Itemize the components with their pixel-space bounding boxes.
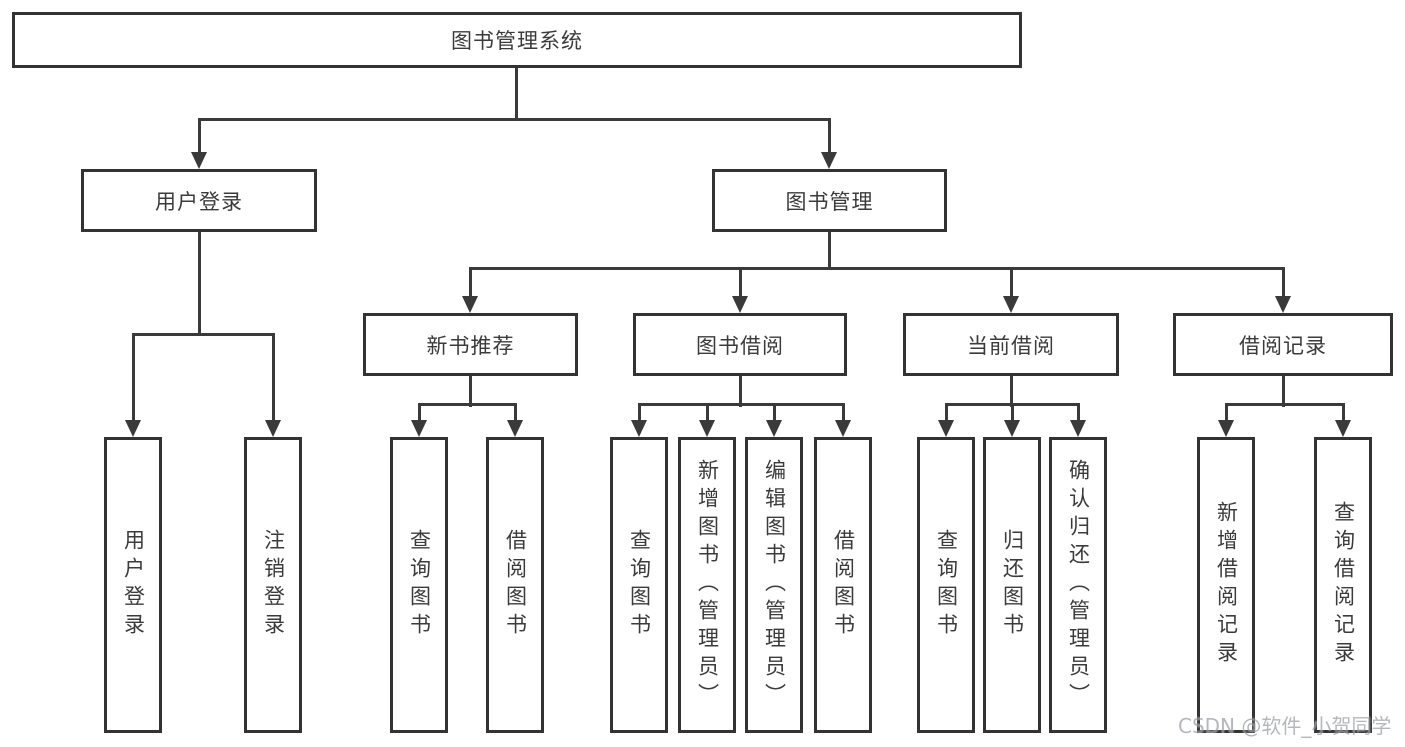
leaf-query-books-recommend-label: 查询图书: [407, 529, 432, 641]
leaf-return-books-label: 归还图书: [1000, 529, 1025, 641]
connector-vertical-line: [1010, 404, 1014, 422]
node-borrow-records-label: 借阅记录: [1239, 333, 1327, 358]
arrow-down-icon: [821, 152, 837, 169]
node-book-borrow-label: 图书借阅: [696, 333, 784, 358]
connector-vertical-line: [1281, 376, 1285, 407]
connector-vertical-line: [271, 334, 275, 422]
connector-horizontal-line: [468, 266, 1285, 270]
arrow-down-icon: [835, 420, 851, 437]
arrow-down-icon: [1003, 296, 1019, 313]
leaf-return-books: 归还图书: [983, 437, 1041, 733]
node-book-borrow: 图书借阅: [633, 313, 847, 376]
connector-vertical-line: [1281, 268, 1285, 298]
connector-vertical-line: [197, 232, 201, 336]
arrow-down-icon: [125, 420, 141, 437]
arrow-down-icon: [631, 420, 647, 437]
arrow-down-icon: [1004, 420, 1020, 437]
leaf-logout: 注销登录: [244, 437, 302, 733]
leaf-query-books-current-label: 查询图书: [934, 529, 959, 641]
node-book-management-label: 图书管理: [785, 189, 874, 214]
connector-vertical-line: [514, 68, 518, 121]
leaf-logout-label: 注销登录: [261, 529, 286, 641]
leaf-confirm-return-admin: 确认归还（管理员）: [1049, 437, 1107, 733]
connector-vertical-line: [1009, 268, 1013, 298]
leaf-query-books-borrow-label: 查询图书: [627, 529, 652, 641]
connector-horizontal-line: [637, 402, 845, 406]
leaf-edit-book-admin-label: 编辑图书（管理员）: [762, 459, 787, 711]
node-book-management: 图书管理: [712, 169, 947, 232]
leaf-edit-book-admin: 编辑图书（管理员）: [745, 437, 803, 733]
connector-horizontal-line: [197, 117, 831, 121]
leaf-query-borrow-record: 查询借阅记录: [1314, 437, 1372, 733]
leaf-query-books-borrow: 查询图书: [610, 437, 668, 733]
arrow-down-icon: [507, 420, 523, 437]
arrow-down-icon: [1070, 420, 1086, 437]
arrow-down-icon: [1218, 420, 1234, 437]
leaf-query-books-current: 查询图书: [917, 437, 975, 733]
node-current-borrow-label: 当前借阅: [967, 333, 1055, 358]
connector-vertical-line: [1341, 404, 1345, 422]
connector-vertical-line: [738, 268, 742, 298]
leaf-add-book-admin: 新增图书（管理员）: [678, 437, 736, 733]
node-new-book-recommend-label: 新书推荐: [426, 333, 515, 358]
leaf-borrow-books-recommend-label: 借阅图书: [503, 529, 528, 641]
node-user-login: 用户登录: [81, 169, 317, 232]
leaf-add-book-admin-label: 新增图书（管理员）: [695, 459, 720, 711]
leaf-borrow-books-recommend: 借阅图书: [486, 437, 544, 733]
node-root-label: 图书管理系统: [451, 29, 583, 53]
connector-vertical-line: [841, 404, 845, 422]
leaf-add-borrow-record: 新增借阅记录: [1197, 437, 1255, 733]
arrow-down-icon: [1335, 420, 1351, 437]
connector-horizontal-line: [131, 332, 275, 336]
leaf-query-borrow-record-label: 查询借阅记录: [1331, 501, 1356, 669]
arrow-down-icon: [191, 152, 207, 169]
node-borrow-records: 借阅记录: [1173, 313, 1393, 376]
connector-horizontal-line: [1224, 402, 1345, 406]
leaf-add-borrow-record-label: 新增借阅记录: [1214, 501, 1239, 669]
arrow-down-icon: [1275, 296, 1291, 313]
arrow-down-icon: [411, 420, 427, 437]
arrow-down-icon: [462, 296, 478, 313]
connector-vertical-line: [1009, 376, 1013, 407]
connector-vertical-line: [1076, 404, 1080, 422]
connector-vertical-line: [772, 404, 776, 422]
arrow-down-icon: [938, 420, 954, 437]
arrow-down-icon: [265, 420, 281, 437]
connector-vertical-line: [705, 404, 709, 422]
connector-vertical-line: [1224, 404, 1228, 422]
node-root: 图书管理系统: [12, 12, 1022, 68]
node-current-borrow: 当前借阅: [903, 313, 1119, 376]
connector-horizontal-line: [417, 402, 517, 406]
node-user-login-label: 用户登录: [155, 189, 243, 214]
connector-vertical-line: [513, 404, 517, 422]
arrow-down-icon: [766, 420, 782, 437]
connector-vertical-line: [944, 404, 948, 422]
connector-vertical-line: [417, 404, 421, 422]
leaf-borrow-books-borrow-label: 借阅图书: [831, 529, 856, 641]
leaf-query-books-recommend: 查询图书: [390, 437, 448, 733]
connector-vertical-line: [827, 119, 831, 153]
connector-vertical-line: [738, 376, 742, 407]
csdn-watermark: CSDN @软件_小贺同学: [1178, 714, 1392, 738]
connector-vertical-line: [637, 404, 641, 422]
leaf-user-login-label: 用户登录: [121, 529, 146, 641]
connector-vertical-line: [468, 376, 472, 407]
connector-vertical-line: [197, 119, 201, 153]
connector-vertical-line: [468, 268, 472, 298]
node-new-book-recommend: 新书推荐: [363, 313, 578, 376]
arrow-down-icon: [699, 420, 715, 437]
connector-vertical-line: [131, 334, 135, 422]
connector-vertical-line: [827, 232, 831, 270]
arrow-down-icon: [732, 296, 748, 313]
leaf-user-login: 用户登录: [104, 437, 162, 733]
leaf-borrow-books-borrow: 借阅图书: [814, 437, 872, 733]
leaf-confirm-return-admin-label: 确认归还（管理员）: [1066, 459, 1091, 711]
connector-horizontal-line: [944, 402, 1080, 406]
